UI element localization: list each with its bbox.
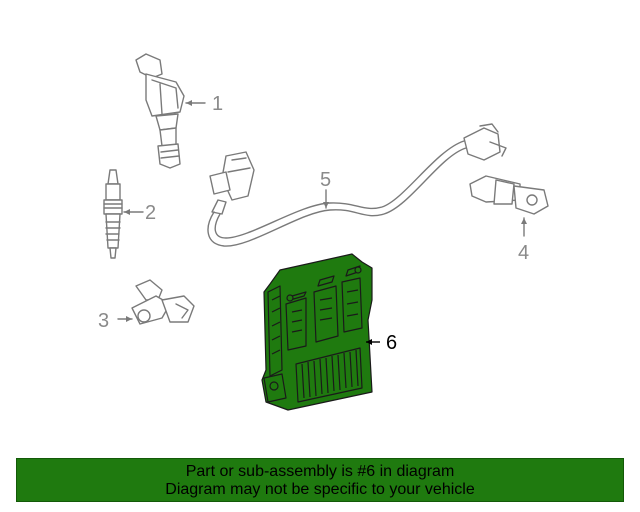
callout-label-2[interactable]: 2 xyxy=(145,202,157,224)
callout-arrow-6 xyxy=(366,339,372,345)
callout-label-6[interactable]: 6 xyxy=(386,332,398,354)
diagram-notice-banner: Part or sub-assembly is #6 in diagram Di… xyxy=(16,458,624,502)
wiring-harness-part[interactable] xyxy=(207,123,507,247)
engine-control-module-part[interactable] xyxy=(261,253,373,411)
callout-label-5[interactable]: 5 xyxy=(320,169,332,191)
callout-label-3[interactable]: 3 xyxy=(98,310,110,332)
notice-line-part-number: Part or sub-assembly is #6 in diagram xyxy=(185,463,455,480)
ignition-coil-part[interactable] xyxy=(135,53,185,169)
callout-label-4[interactable]: 4 xyxy=(518,242,530,264)
crankshaft-sensor-part[interactable] xyxy=(469,175,549,215)
camshaft-sensor-part[interactable] xyxy=(131,279,195,325)
notice-line-disclaimer: Diagram may not be specific to your vehi… xyxy=(165,481,475,498)
spark-plug-part[interactable] xyxy=(103,169,123,259)
callout-label-1[interactable]: 1 xyxy=(212,93,224,115)
